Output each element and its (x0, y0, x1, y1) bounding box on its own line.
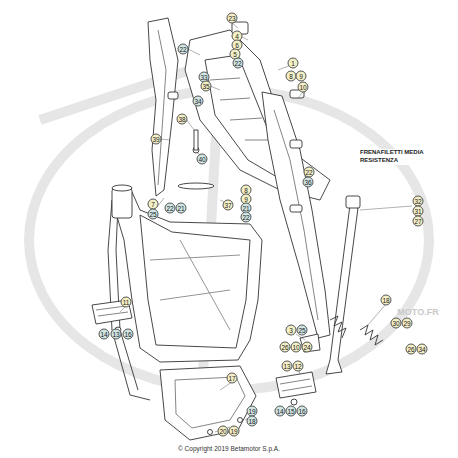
copyright-caption: © Copyright 2019 Betamotor S.p.A. (176, 446, 282, 453)
callout-number: 34 (193, 96, 204, 107)
callout-number: 19 (229, 426, 240, 437)
leader-lines (120, 23, 412, 432)
callout-number: 35 (201, 81, 212, 92)
callout-number: 16 (297, 406, 308, 417)
callout-number: 23 (227, 13, 238, 24)
watermark-text: MOTO.FR (397, 308, 438, 317)
callout-number: 29 (402, 318, 413, 329)
callout-number: 9 (296, 71, 307, 82)
callout-number: 26 (406, 344, 417, 355)
callout-number: 15 (286, 406, 297, 417)
callout-number: 1 (288, 58, 299, 69)
callout-number: 22 (165, 203, 176, 214)
callout-number: 21 (176, 203, 187, 214)
callout-number: 37 (223, 200, 234, 211)
callout-number: 22 (233, 58, 244, 69)
callout-number: 22 (178, 44, 189, 55)
callout-number: 13 (282, 361, 293, 372)
callout-number: 27 (413, 216, 424, 227)
callout-number: 36 (303, 177, 314, 188)
callout-number: 17 (227, 373, 238, 384)
callout-number: 30 (391, 318, 402, 329)
threadlock-note: FRENAFILETTI MEDIA RESISTENZA (360, 149, 432, 165)
callout-number: 25 (297, 325, 308, 336)
callout-number: 14 (275, 406, 286, 417)
callout-number: 25 (148, 209, 159, 220)
callout-number: 39 (151, 134, 162, 145)
callout-number: 20 (218, 426, 229, 437)
callout-number: 16 (123, 329, 134, 340)
callout-number: 34 (417, 344, 428, 355)
callout-number: 40 (197, 154, 208, 165)
callout-number: 38 (177, 114, 188, 125)
callout-number: 10 (298, 82, 309, 93)
callout-number: 11 (121, 297, 132, 308)
callout-number: 26 (280, 342, 291, 353)
callout-number: 12 (293, 361, 304, 372)
callout-number: 10 (291, 342, 302, 353)
callout-number: 24 (302, 342, 313, 353)
callout-number: 22 (241, 212, 252, 223)
callout-number: 18 (247, 416, 258, 427)
callout-number: 13 (111, 329, 122, 340)
callout-number: 3 (286, 325, 297, 336)
callout-number: 14 (99, 329, 110, 340)
callout-number: 18 (381, 295, 392, 306)
